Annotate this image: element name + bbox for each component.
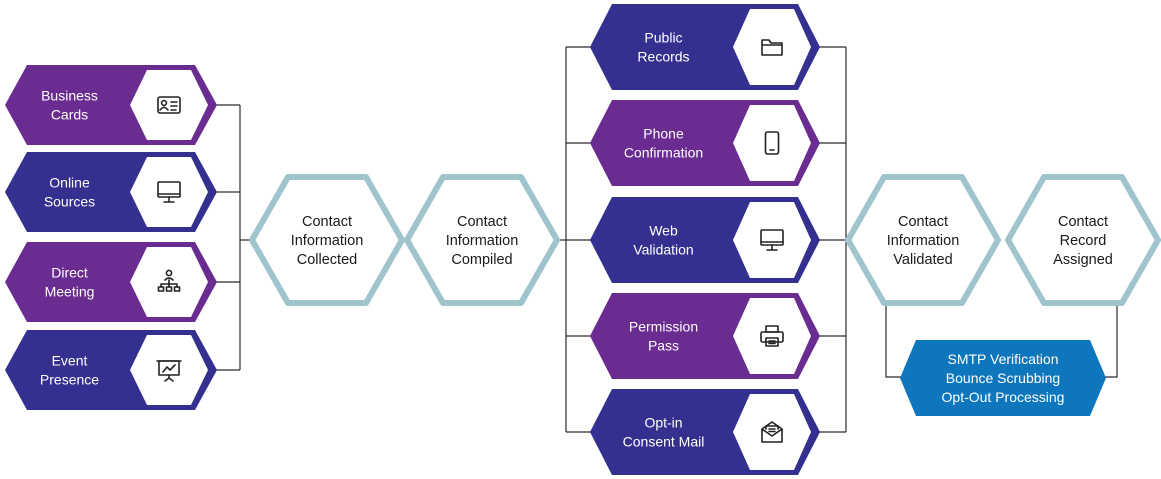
org-chart-icon [157, 269, 181, 292]
public-records-icon-hex [733, 9, 811, 85]
permission-pass-icon-hex [733, 298, 811, 374]
permission-pass-label-line: Pass [648, 338, 679, 354]
event-presence-label-line: Event [52, 353, 88, 369]
stage-collected-hexagon [249, 174, 405, 306]
stage-validated-label-line: Validated [893, 252, 952, 268]
verification-box-label-line: Opt-Out Processing [942, 389, 1065, 405]
stage-validated-label-line: Contact [898, 214, 948, 230]
direct-meeting-label-line: Direct [51, 265, 88, 281]
stage-collected-label-line: Information [291, 233, 364, 249]
event-presence-label-line: Presence [40, 372, 99, 388]
stage-compiled-label-line: Contact [457, 214, 507, 230]
stage-validated-label-line: Information [887, 233, 960, 249]
stage-compiled-hexagon [404, 174, 560, 306]
public-records-label-line: Public [644, 30, 682, 46]
stage-validated-hexagon [845, 174, 1001, 306]
stage-assigned-label-line: Contact [1058, 214, 1108, 230]
online-sources-label-line: Sources [44, 194, 95, 210]
stage-assigned-hexagon [1005, 174, 1161, 306]
business-card-icon [157, 96, 181, 114]
verification-box-shape [900, 340, 1106, 416]
verification-box-label-line: SMTP Verification [947, 351, 1058, 367]
business-cards-label-line: Business [41, 88, 98, 104]
assigned-to-box [1104, 303, 1118, 378]
validated-to-box [885, 303, 904, 378]
phone-confirmation-label-line: Confirmation [624, 145, 703, 161]
presentation-icon [156, 360, 182, 382]
folder-icon [761, 39, 783, 56]
opt-in-consent-mail-label-line: Consent Mail [623, 434, 705, 450]
opt-in-consent-mail-label-line: Opt-in [644, 415, 682, 431]
direct-meeting-label-line: Meeting [45, 284, 95, 300]
stage-assigned-label-line: Assigned [1053, 252, 1113, 268]
envelope-icon [761, 421, 783, 443]
web-validation-label-line: Web [649, 223, 678, 239]
web-validation-label-line: Validation [633, 242, 693, 258]
connector-lines [210, 46, 1118, 433]
stage-compiled-label-line: Compiled [451, 252, 512, 268]
phone-confirmation-icon-hex [733, 105, 811, 181]
stage-collected-label-line: Collected [297, 252, 357, 268]
monitor-icon [157, 181, 181, 203]
printer-icon [760, 325, 784, 347]
online-sources-label-line: Online [49, 175, 90, 191]
phone-confirmation-label-line: Phone [643, 126, 684, 142]
monitor-icon [760, 229, 784, 251]
online-sources-icon-hex [130, 157, 208, 227]
stage-assigned-label-line: Record [1060, 233, 1107, 249]
public-records-label-line: Records [637, 49, 689, 65]
stage-compiled-label-line: Information [446, 233, 519, 249]
phone-icon [764, 131, 780, 155]
verification-box-label-line: Bounce Scrubbing [946, 370, 1060, 386]
business-cards-label-line: Cards [51, 107, 88, 123]
stage-collected-label-line: Contact [302, 214, 352, 230]
permission-pass-label-line: Permission [629, 319, 698, 335]
web-validation-icon-hex [733, 202, 811, 278]
business-cards-icon-hex [130, 70, 208, 140]
